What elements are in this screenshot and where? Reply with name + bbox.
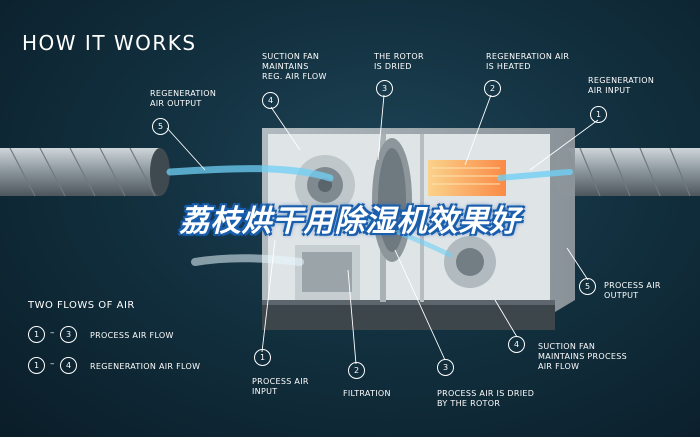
legend-regen-label: REGENERATION AIR FLOW: [90, 362, 201, 371]
legend-regen-from-badge: 1: [28, 357, 45, 374]
page-title: HOW IT WORKS: [22, 31, 197, 55]
legend-process-label: PROCESS AIR FLOW: [90, 331, 174, 340]
callout-process-1-badge: 1: [254, 349, 271, 366]
callout-process-5-label: PROCESS AIR OUTPUT: [604, 281, 661, 300]
left-duct: [0, 147, 170, 197]
right-duct: [555, 147, 700, 197]
callout-process-2-label: FILTRATION: [343, 389, 391, 398]
callout-process-4-badge: 4: [508, 336, 525, 353]
callout-3-badge: 3: [376, 80, 393, 97]
callout-process-4-label: SUCTION FAN MAINTAINS PROCESS AIR FLOW: [538, 342, 627, 371]
airflow-arrows: [166, 165, 573, 266]
callout-3-label: THE ROTOR IS DRIED: [374, 52, 424, 71]
leader-lines: [166, 94, 599, 365]
callout-process-2-badge: 2: [348, 362, 365, 379]
legend-regen-to-badge: 4: [60, 357, 77, 374]
callout-process-3-badge: 3: [437, 359, 454, 376]
callout-process-5-badge: 5: [579, 278, 596, 295]
overlay-headline: 荔枝烘干用除湿机效果好: [179, 204, 521, 239]
legend-process-dash: –: [50, 328, 55, 338]
callout-2-badge: 2: [484, 80, 501, 97]
legend-title: TWO FLOWS OF AIR: [28, 300, 135, 311]
callout-process-3-label: PROCESS AIR IS DRIED BY THE ROTOR: [437, 389, 535, 408]
legend-process-from-badge: 1: [28, 326, 45, 343]
callout-1-badge: 1: [590, 106, 607, 123]
callout-1-label: REGENERATION AIR INPUT: [588, 76, 655, 95]
callout-5-badge: 5: [152, 118, 169, 135]
legend-regen-dash: –: [50, 359, 55, 369]
callout-5-label: REGENERATION AIR OUTPUT: [150, 89, 217, 108]
dehumidifier-cabinet: [262, 128, 575, 330]
legend-process-to-badge: 3: [60, 326, 77, 343]
callout-process-1-label: PROCESS AIR INPUT: [252, 377, 309, 396]
callout-4-label: SUCTION FAN MAINTAINS REG. AIR FLOW: [262, 52, 327, 81]
callout-2-label: REGENERATION AIR IS HEATED: [486, 52, 570, 71]
callout-4-badge: 4: [262, 92, 279, 109]
